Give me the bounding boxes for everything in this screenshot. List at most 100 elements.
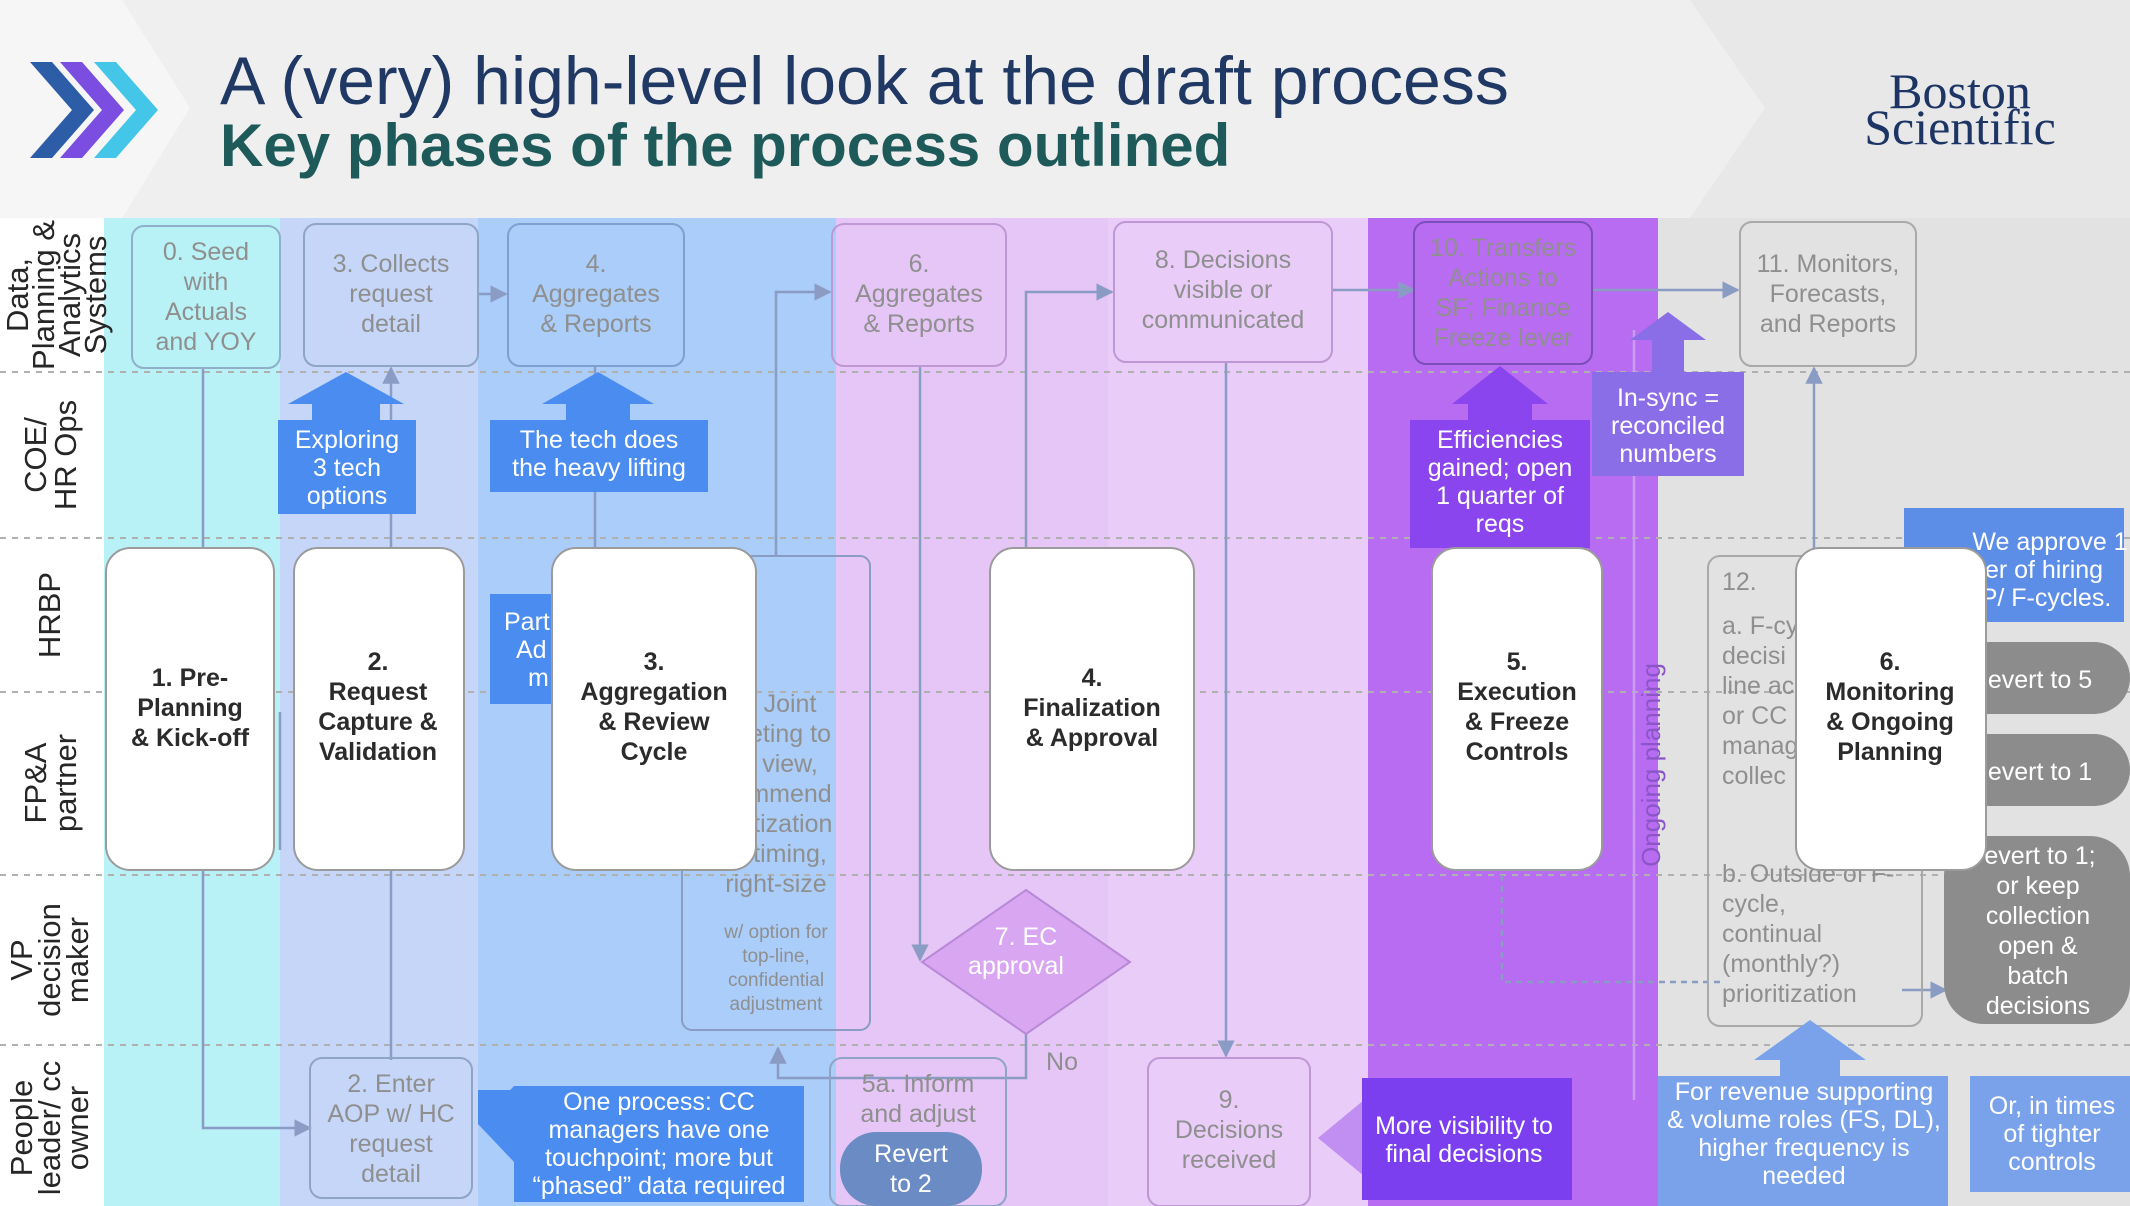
svg-text:Actions to: Actions to — [1448, 264, 1558, 292]
svg-text:final decisions: final decisions — [1385, 1140, 1542, 1168]
svg-text:Planning: Planning — [137, 694, 243, 722]
svg-text:More visibility to: More visibility to — [1375, 1112, 1553, 1140]
svg-text:received: received — [1182, 1146, 1277, 1174]
phase-card-1: 1. Pre- Planning & Kick-off — [105, 547, 275, 871]
svg-text:reconciled: reconciled — [1611, 412, 1725, 440]
svg-text:and YOY: and YOY — [155, 328, 256, 356]
lane-label-hrbp: HRBP — [32, 572, 67, 658]
svg-text:Revert: Revert — [874, 1140, 948, 1168]
svg-text:evert to 5: evert to 5 — [1988, 666, 2092, 694]
lane-label-people: People leader/ cc owner — [4, 1061, 95, 1195]
step-8-decisions: 8. Decisions visible or communicated — [1113, 221, 1333, 363]
svg-text:a. F-cy: a. F-cy — [1722, 612, 1799, 640]
svg-text:We approve 1: We approve 1 — [1972, 528, 2127, 556]
lane-label-coe: COE/ HR Ops — [18, 400, 83, 510]
svg-text:AOP w/ HC: AOP w/ HC — [327, 1100, 454, 1128]
svg-text:& Reports: & Reports — [540, 310, 651, 338]
svg-text:owner: owner — [60, 1086, 95, 1170]
svg-text:4.: 4. — [1082, 664, 1103, 692]
lane-label-fpa: FP&A partner — [18, 734, 83, 832]
header: A (very) high-level look at the draft pr… — [0, 0, 2130, 218]
svg-text:& Approval: & Approval — [1026, 724, 1158, 752]
svg-text:VP: VP — [4, 939, 39, 980]
svg-text:cycle,: cycle, — [1722, 890, 1786, 918]
svg-text:4.: 4. — [586, 250, 607, 278]
svg-text:numbers: numbers — [1619, 440, 1716, 468]
svg-text:decisions: decisions — [1986, 992, 2090, 1020]
svg-text:Planning &: Planning & — [26, 220, 61, 370]
svg-text:6.: 6. — [1880, 648, 1901, 676]
svg-text:Systems: Systems — [78, 236, 113, 355]
svg-text:3. Collects: 3. Collects — [333, 250, 450, 278]
svg-text:5a. Inform: 5a. Inform — [862, 1070, 975, 1098]
svg-text:needed: needed — [1762, 1162, 1845, 1190]
header-left-chevron — [0, 0, 190, 218]
svg-text:P/ F-cycles.: P/ F-cycles. — [1981, 584, 2112, 612]
svg-text:the heavy lifting: the heavy lifting — [512, 454, 686, 482]
svg-text:Decisions: Decisions — [1175, 1116, 1283, 1144]
svg-text:Data,: Data, — [0, 258, 35, 332]
svg-text:partner: partner — [48, 734, 83, 832]
svg-text:12.: 12. — [1722, 568, 1757, 596]
svg-text:Execution: Execution — [1457, 678, 1576, 706]
svg-text:Validation: Validation — [319, 738, 437, 766]
logo-word-1: Boston — [1889, 63, 2031, 119]
svg-text:request: request — [349, 280, 432, 308]
svg-text:approval: approval — [968, 952, 1064, 980]
svg-text:6.: 6. — [909, 250, 930, 278]
svg-text:& Reports: & Reports — [863, 310, 974, 338]
svg-text:batch: batch — [2007, 962, 2068, 990]
svg-text:“phased” data required: “phased” data required — [533, 1172, 786, 1200]
svg-text:The tech does: The tech does — [520, 426, 678, 454]
svg-text:Finalization: Finalization — [1023, 694, 1161, 722]
step-9-decisions-received: 9. Decisions received — [1147, 1057, 1311, 1206]
svg-text:er of hiring: er of hiring — [1985, 556, 2103, 584]
svg-text:decision: decision — [32, 903, 67, 1017]
step-3-collects: 3. Collects request detail — [303, 223, 479, 367]
svg-text:1. Pre-: 1. Pre- — [152, 664, 228, 692]
svg-text:itization: itization — [748, 810, 833, 838]
svg-text:or CC: or CC — [1722, 702, 1787, 730]
page-title: A (very) high-level look at the draft pr… — [220, 43, 1509, 119]
callout-tighter-controls: Or, in times of tighter controls — [1970, 1076, 2130, 1192]
svg-text:right-size: right-size — [725, 870, 826, 898]
svg-text:detail: detail — [361, 1160, 421, 1188]
svg-text:Actuals: Actuals — [165, 298, 247, 326]
svg-text:Controls: Controls — [1466, 738, 1569, 766]
svg-text:mmend: mmend — [748, 780, 831, 808]
callout-in-sync: In-sync = reconciled numbers — [1592, 312, 1744, 476]
svg-text:Ad: Ad — [516, 636, 547, 664]
svg-text:& volume roles (FS, DL),: & volume roles (FS, DL), — [1667, 1106, 1941, 1134]
svg-text:timing,: timing, — [753, 840, 827, 868]
svg-text:prioritization: prioritization — [1722, 980, 1857, 1008]
svg-text:controls: controls — [2008, 1148, 2096, 1176]
svg-text:leader/ cc: leader/ cc — [32, 1061, 67, 1195]
svg-text:8. Decisions: 8. Decisions — [1155, 246, 1291, 274]
callout-revenue-roles: For revenue supporting & volume roles (F… — [1658, 1020, 1948, 1206]
svg-text:Request: Request — [329, 678, 428, 706]
svg-text:with: with — [183, 268, 228, 296]
lane-label-data: Data, Planning & Analytics Systems — [0, 220, 113, 370]
svg-text:Aggregates: Aggregates — [855, 280, 983, 308]
callout-efficiencies: Efficiencies gained; open 1 quarter of r… — [1410, 366, 1590, 548]
svg-text:eting to: eting to — [749, 720, 831, 748]
svg-text:Or, in times: Or, in times — [1989, 1092, 2115, 1120]
svg-text:11. Monitors,: 11. Monitors, — [1757, 250, 1900, 278]
svg-text:9.: 9. — [1219, 1086, 1240, 1114]
svg-text:Exploring: Exploring — [295, 426, 399, 454]
svg-text:Planning: Planning — [1837, 738, 1943, 766]
svg-text:HRBP: HRBP — [32, 572, 67, 658]
callout-more-visibility: More visibility to final decisions — [1318, 1078, 1572, 1200]
svg-text:Aggregates: Aggregates — [532, 280, 660, 308]
callout-partial: Part Ad m — [490, 594, 554, 704]
step-4-aggregates: 4. Aggregates & Reports — [507, 223, 685, 367]
svg-text:adjustment: adjustment — [730, 994, 824, 1015]
step-7-ec-approval: 7. EC approval No — [920, 888, 1132, 1076]
svg-text:maker: maker — [60, 917, 95, 1003]
svg-text:COE/: COE/ — [18, 417, 53, 493]
svg-text:People: People — [4, 1080, 39, 1177]
svg-text:7. EC: 7. EC — [995, 923, 1058, 951]
svg-text:visible or: visible or — [1174, 276, 1273, 304]
svg-text:decisi: decisi — [1722, 642, 1786, 670]
